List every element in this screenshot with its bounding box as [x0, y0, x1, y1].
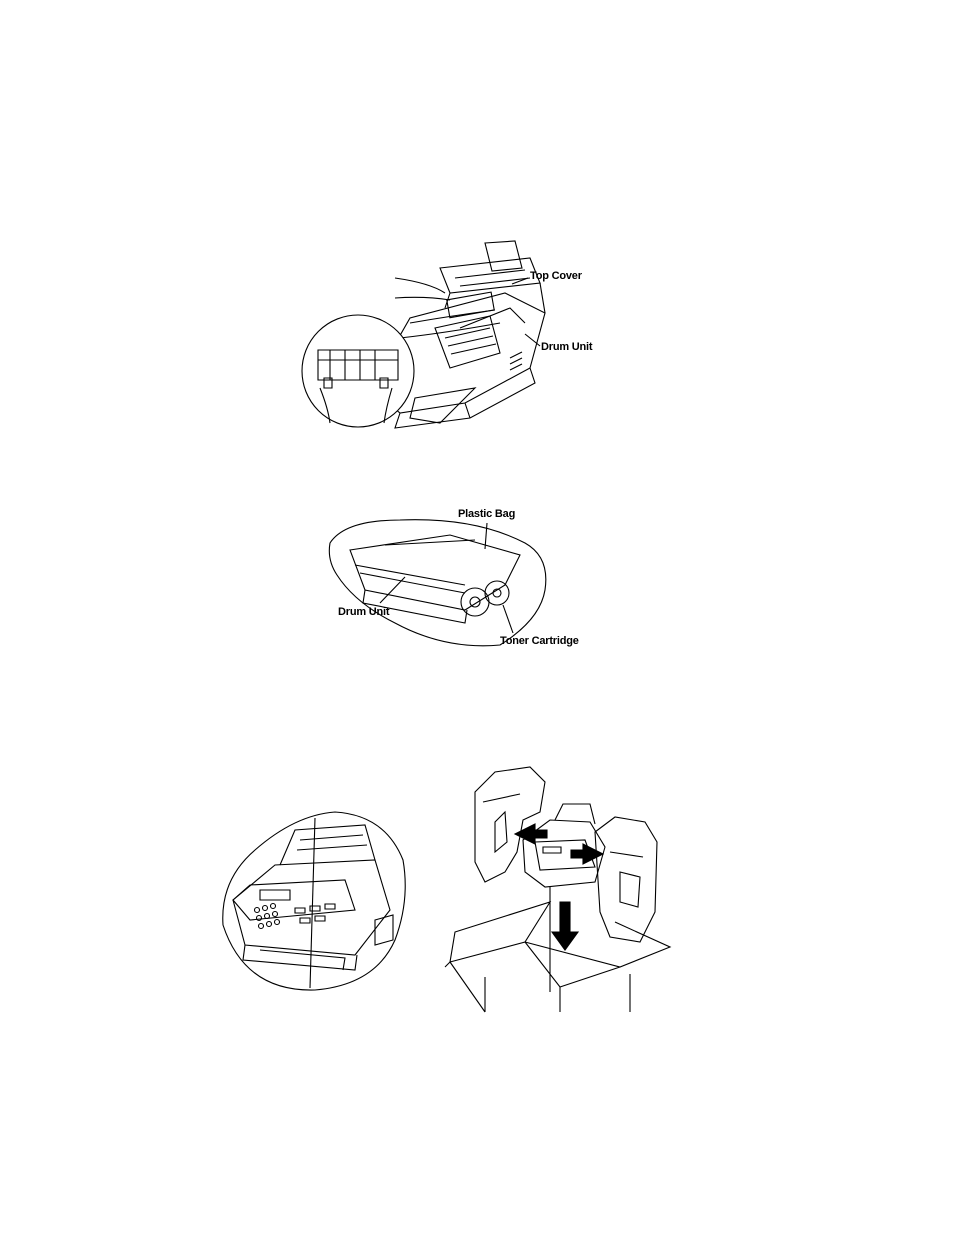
machine-in-bag-illustration [215, 810, 410, 995]
label-drum-unit: Drum Unit [541, 341, 592, 353]
label-drum-unit-bag: Drum Unit [338, 606, 389, 618]
figure-packing-box [445, 762, 675, 1012]
figure-remove-drum-unit: Top Cover Drum Unit [300, 238, 610, 434]
remove-drum-illustration [300, 238, 610, 434]
figure-drum-in-bag: Plastic Bag Drum Unit Toner Cartridge [325, 505, 595, 650]
drum-in-bag-illustration [325, 505, 595, 650]
label-plastic-bag: Plastic Bag [458, 508, 515, 520]
label-toner-cartridge: Toner Cartridge [500, 635, 579, 647]
figure-machine-in-bag [215, 810, 410, 995]
label-top-cover: Top Cover [530, 270, 582, 282]
packing-box-illustration [445, 762, 675, 1012]
